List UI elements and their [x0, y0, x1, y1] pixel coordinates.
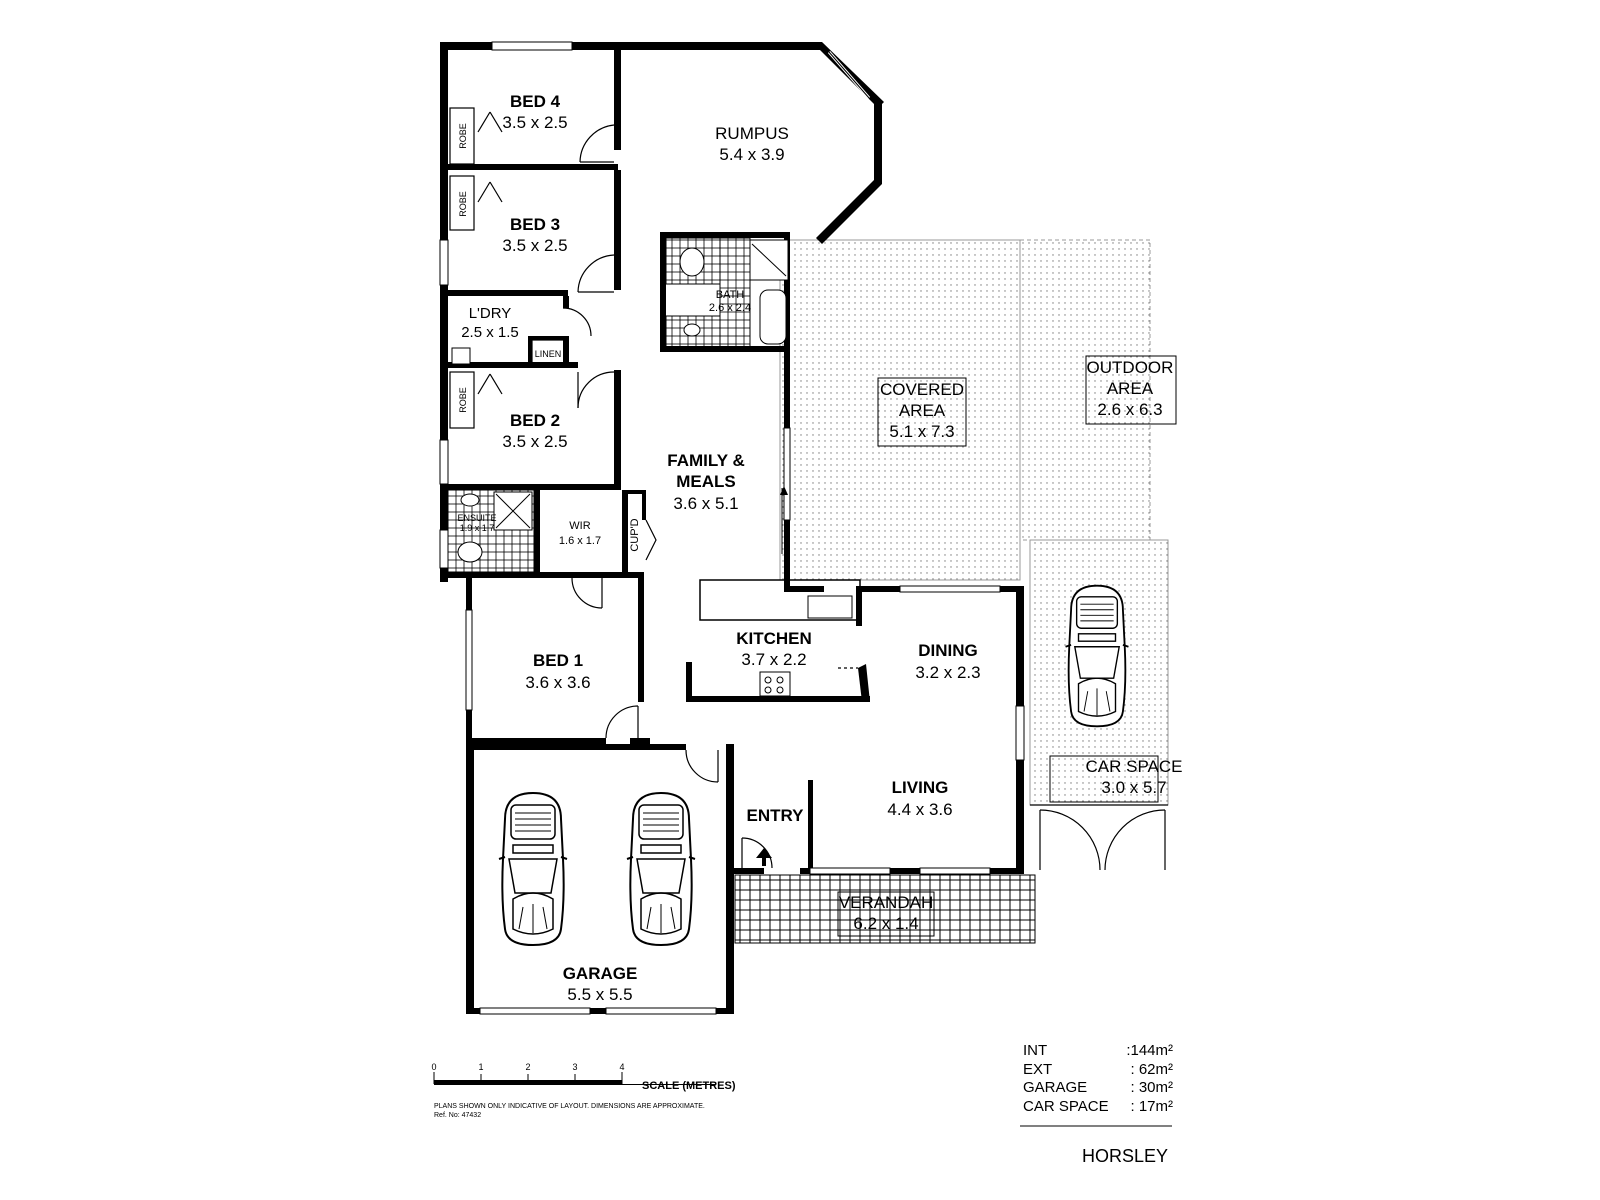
wir-name: WIR [569, 520, 590, 532]
bath-size: 2.6 x 2.4 [709, 302, 751, 314]
outdoor-area-floor [1019, 239, 1151, 541]
scale-tick-4: 4 [619, 1062, 624, 1072]
area-row: EXT : 62m² [1023, 1061, 1173, 1080]
family-name-line1: FAMILY & [667, 451, 744, 470]
outdoor-name-line1: OUTDOOR [1087, 358, 1174, 377]
kitchen-name: KITCHEN [736, 629, 812, 648]
family-size: 3.6 x 5.1 [673, 494, 738, 513]
reference-number: Ref. No: 47432 [434, 1112, 482, 1119]
dining-size: 3.2 x 2.3 [915, 663, 980, 682]
ensuite-size: 1.9 x 1.7 [460, 523, 495, 533]
area-value: :144m² [1126, 1042, 1173, 1059]
covered-name-line1: COVERED [880, 380, 964, 399]
area-label: GARAGE [1023, 1079, 1088, 1096]
verandah-size: 6.2 x 1.4 [853, 914, 918, 933]
laundry-size: 2.5 x 1.5 [461, 324, 519, 341]
area-value: : 30m² [1130, 1079, 1173, 1096]
bath-fixtures [447, 237, 853, 697]
robes [449, 107, 565, 429]
outdoor-name-line2: AREA [1107, 379, 1154, 398]
verandah-name: VERANDAH [839, 893, 933, 912]
covered-area-floor [779, 239, 1021, 581]
area-summary: INT :144m² EXT : 62m² GARAGE : 30m² CAR SPA… [1023, 1042, 1173, 1116]
bed1-name: BED 1 [533, 651, 583, 670]
rumpus-name: RUMPUS [715, 124, 789, 143]
garage-name: GARAGE [563, 964, 638, 983]
bed3-size: 3.5 x 2.5 [502, 236, 567, 255]
robe-label-bed3: ROBE [458, 191, 468, 217]
area-value: : 62m² [1130, 1060, 1173, 1078]
scale-title: SCALE (METRES) [642, 1080, 736, 1092]
garage-size: 5.5 x 5.5 [567, 985, 632, 1004]
covered-size: 5.1 x 7.3 [889, 422, 954, 441]
linen-label: LINEN [535, 349, 562, 359]
robe-label-bed4: ROBE [458, 123, 468, 149]
area-label: EXT [1023, 1060, 1053, 1078]
entry-label: ENTRY [747, 806, 805, 825]
disclaimer-text: PLANS SHOWN ONLY INDICATIVE OF LAYOUT. D… [434, 1103, 705, 1110]
bed2-size: 3.5 x 2.5 [502, 432, 567, 451]
carspace-name: CAR SPACE [1086, 757, 1183, 776]
suburb-name: HORSLEY [1082, 1146, 1169, 1166]
area-row: CAR SPACE : 17m² [1023, 1098, 1173, 1117]
carspace-size: 3.0 x 5.7 [1101, 778, 1166, 797]
entry-arrow-icon [756, 848, 772, 866]
rumpus-size: 5.4 x 3.9 [719, 145, 784, 164]
disclaimer-note: PLANS SHOWN ONLY INDICATIVE OF LAYOUT. D… [434, 1102, 734, 1120]
walls [440, 42, 1024, 1014]
scale-bar: 0 1 2 3 4 [431, 1062, 716, 1085]
garage-car-left-icon [497, 791, 569, 947]
bed1-size: 3.6 x 3.6 [525, 673, 590, 692]
living-name: LIVING [892, 778, 949, 797]
wir-size: 1.6 x 1.7 [559, 535, 601, 547]
windows [439, 41, 1025, 1015]
label-boxes [837, 355, 1177, 937]
area-label: CAR SPACE [1023, 1097, 1109, 1115]
bed4-name: BED 4 [510, 92, 561, 111]
room-labels: BED 4 3.5 x 2.5 RUMPUS 5.4 x 3.9 BED 3 3… [457, 92, 1182, 1004]
area-label: INT [1023, 1042, 1048, 1059]
robe-label-bed2: ROBE [458, 387, 468, 413]
ensuite-name: ENSUITE [457, 513, 496, 523]
dining-name: DINING [918, 641, 978, 660]
area-row: INT :144m² [1023, 1042, 1173, 1061]
scale-tick-1: 1 [478, 1062, 483, 1072]
car-space-doors [1030, 804, 1168, 871]
bed3-name: BED 3 [510, 215, 560, 234]
verandah-floor [734, 874, 1036, 944]
doors [477, 111, 858, 869]
outdoor-size: 2.6 x 6.3 [1097, 400, 1162, 419]
laundry-name: L'DRY [469, 305, 512, 322]
sliding-arrow-icon [780, 486, 788, 520]
area-value: : 17m² [1130, 1097, 1173, 1115]
cupd-label: CUP'D [629, 518, 641, 551]
area-row: GARAGE : 30m² [1023, 1079, 1173, 1098]
kitchen-island [699, 579, 861, 621]
family-name-line2: MEALS [676, 472, 736, 491]
scale-tick-3: 3 [572, 1062, 577, 1072]
scale-tick-2: 2 [525, 1062, 530, 1072]
bath-name: BATH [716, 289, 745, 301]
scale-tick-0: 0 [431, 1062, 436, 1072]
garage-car-right-icon [625, 791, 697, 947]
carspace-car-icon [1064, 584, 1130, 728]
bed4-size: 3.5 x 2.5 [502, 113, 567, 132]
bed2-name: BED 2 [510, 411, 560, 430]
kitchen-size: 3.7 x 2.2 [741, 650, 806, 669]
living-size: 4.4 x 3.6 [887, 800, 952, 819]
covered-name-line2: AREA [899, 401, 946, 420]
